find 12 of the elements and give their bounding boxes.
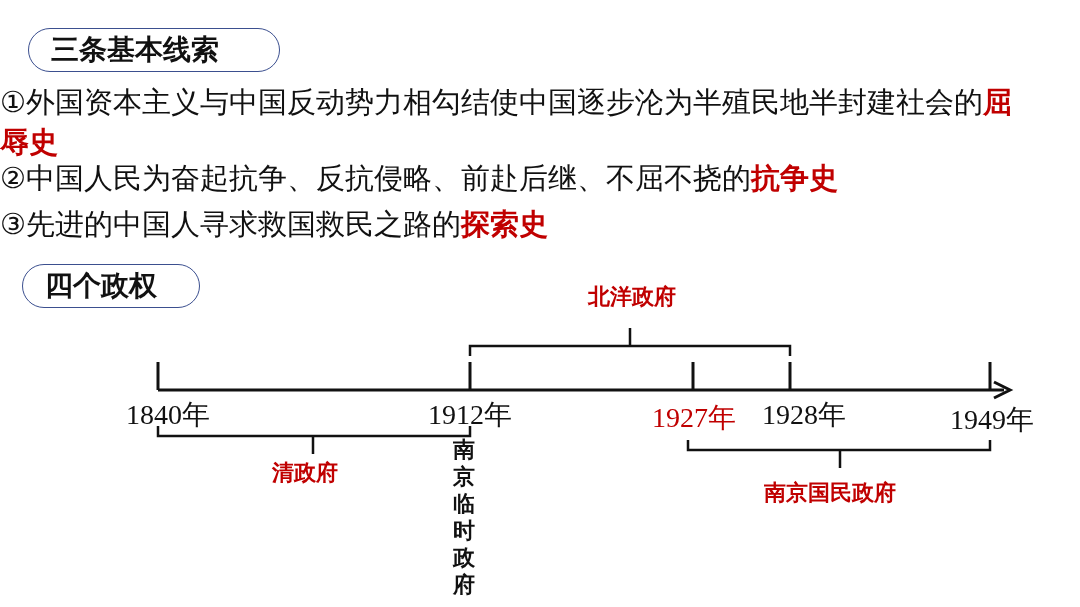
clue-sentence: ③先进的中国人寻求救国救民之路的探索史 [0,206,549,243]
period-label: 南京临时政府 [452,436,476,598]
clue-sentence: ②中国人民为奋起抗争、反抗侵略、前赴后继、不屈不挠的抗争史 [0,160,839,197]
year-label: 1912年 [428,398,512,432]
year-label: 1927年 [652,401,736,435]
clue-sentence: ①外国资本主义与中国反动势力相勾结使中国逐步沦为半殖民地半封建社会的屈辱史 [0,84,1013,161]
period-label: 南京国民政府 [764,479,896,507]
year-label: 1949年 [950,403,1034,437]
period-label: 北洋政府 [588,283,676,311]
year-label: 1840年 [126,398,210,432]
period-label: 清政府 [272,459,338,487]
year-label: 1928年 [762,398,846,432]
